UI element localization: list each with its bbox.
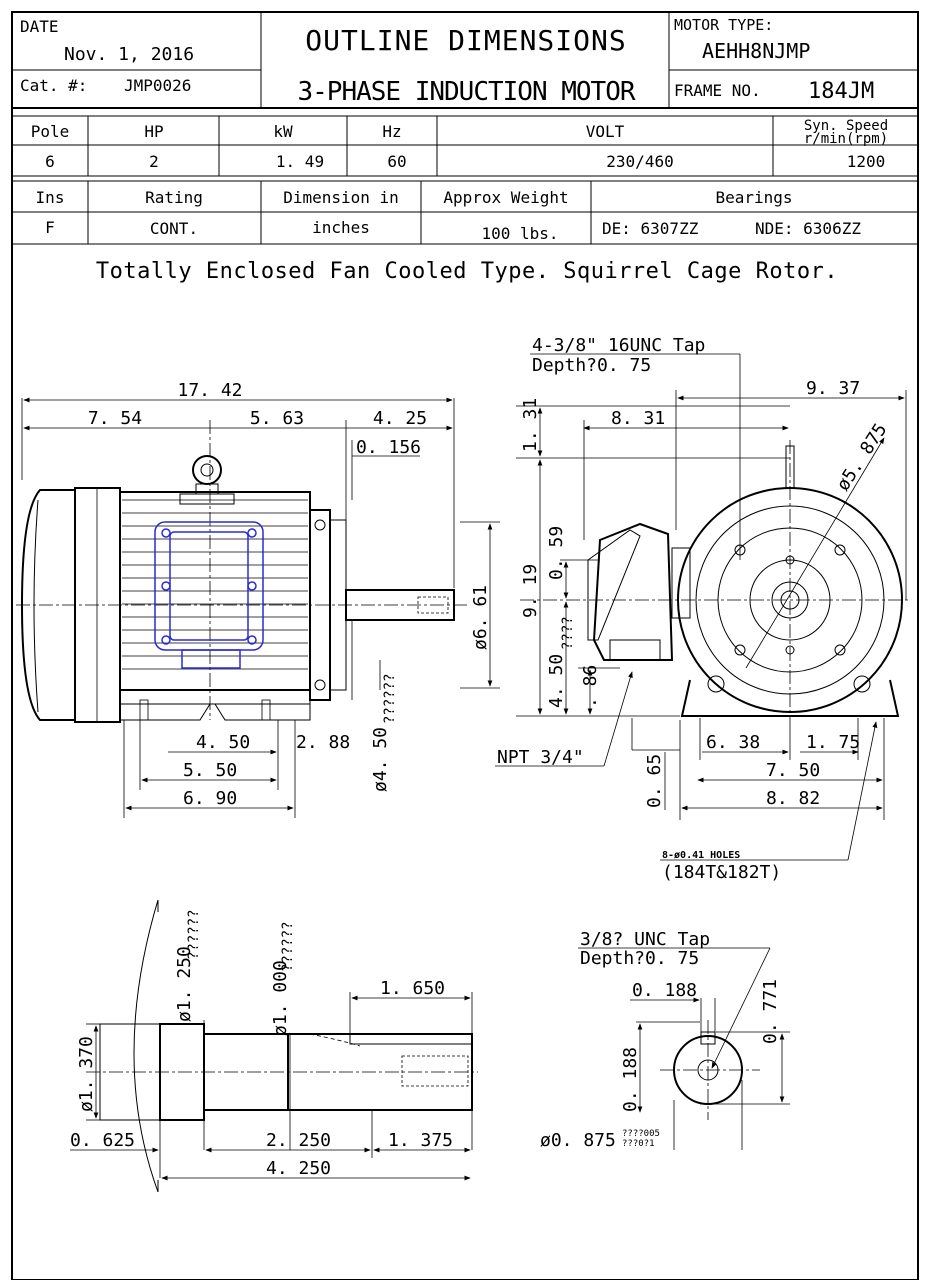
hdr-rpm: r/min(rpm) [804, 131, 888, 147]
val-dimension: inches [312, 218, 370, 237]
dim-foot-5-50: 5. 50 [183, 760, 237, 781]
hdr-ins: Ins [36, 188, 65, 207]
hdr-syn-speed: Syn. Speed [804, 118, 888, 134]
end-holes-frames: (184T&182T) [662, 862, 781, 883]
end-shaft-height-tol: ???? [560, 616, 576, 650]
sheet-border [11, 11, 919, 1280]
frame-label: FRAME NO. [674, 81, 761, 100]
end-0-86: . 86 [580, 665, 601, 708]
end-shaft-0-771: 0. 771 [760, 979, 781, 1044]
end-bolt-circle: ø5. 875 [833, 420, 892, 495]
end-tap-spec: 4-3/8" 16UNC Tap [532, 335, 705, 356]
dim-5-63: 5. 63 [250, 408, 304, 429]
terminal-box [154, 521, 264, 651]
end-7-50: 7. 50 [766, 760, 820, 781]
dim-foot-2-88: 2. 88 [296, 732, 350, 753]
title-line-2: 3-PHASE INDUCTION MOTOR [297, 77, 635, 107]
dim-7-54: 7. 54 [88, 408, 142, 429]
spec-table-mechanical: Ins Rating Dimension in Approx Weight Be… [12, 180, 918, 245]
date-value: Nov. 1, 2016 [64, 44, 194, 65]
frame-value: 184JM [808, 79, 874, 104]
shaft-len-4-250: 4. 250 [266, 1158, 331, 1179]
side-view [16, 420, 470, 723]
end-0-65: 0. 65 [644, 754, 665, 808]
end-height-9-19: 9. 19 [520, 564, 541, 618]
hdr-rating: Rating [145, 188, 203, 207]
hdr-pole: Pole [31, 122, 70, 141]
end-shaft-tap-depth: Depth?0. 75 [580, 948, 699, 969]
shaft-dia-1-250: ø1. 250 [174, 946, 195, 1022]
hdr-hp: HP [144, 122, 163, 141]
shaft-end-view: 3/8? UNC Tap Depth?0. 75 0. 188 0. 771 0… [540, 929, 790, 1151]
shaft-dia-1-250-tol: ?????? [186, 909, 202, 960]
dim-4-25: 4. 25 [373, 408, 427, 429]
hdr-dimension: Dimension in [283, 188, 399, 207]
dim-0-156: 0. 156 [356, 437, 421, 458]
shaft-dia-1-000: ø1. 000 [270, 960, 291, 1036]
motor-type-label: MOTOR TYPE: [674, 16, 773, 34]
cooling-fins [122, 499, 308, 670]
end-shaft-tap: 3/8? UNC Tap [580, 929, 710, 950]
end-0-59: 0. 59 [546, 526, 567, 580]
end-1-75: 1. 75 [806, 732, 860, 753]
hdr-bearings: Bearings [715, 188, 792, 207]
dim-pilot-tol: ?????? [382, 673, 398, 724]
val-rating: CONT. [150, 219, 198, 238]
end-8-31: 8. 31 [611, 408, 665, 429]
end-shaft-0-188: 0. 188 [632, 980, 697, 1001]
hdr-kw: kW [273, 122, 293, 141]
end-view-dimensions: 4-3/8" 16UNC Tap Depth?0. 75 9. 37 8. 31… [495, 335, 907, 883]
dim-pilot-dia: ø4. 50 [370, 727, 391, 792]
end-8-82: 8. 82 [766, 788, 820, 809]
side-view-dimensions: 17. 42 7. 54 5. 63 4. 25 0. 156 ø6. 61 4… [21, 380, 500, 818]
shaft-len-0-625: 0. 625 [70, 1130, 135, 1151]
val-pole: 6 [45, 152, 55, 171]
end-npt: NPT 3/4" [497, 747, 584, 768]
val-hp: 2 [149, 152, 159, 171]
end-6-38: 6. 38 [706, 732, 760, 753]
val-ins: F [45, 218, 55, 237]
val-volt: 230/460 [606, 152, 673, 171]
val-kw: 1. 49 [276, 152, 324, 171]
shaft-len-1-650: 1. 650 [380, 978, 445, 999]
end-shaft-dia-tol-bot: ???0?1 [622, 1139, 655, 1149]
end-shaft-height-4-50: 4. 50 [546, 654, 567, 708]
end-shaft-dia-tol-top: ????005 [622, 1129, 660, 1139]
dim-foot-6-90: 6. 90 [183, 788, 237, 809]
val-bearing-de: DE: 6307ZZ [602, 219, 699, 238]
end-view [520, 440, 910, 720]
hdr-hz: Hz [382, 122, 401, 141]
cat-value: JMP0026 [124, 76, 191, 95]
date-label: DATE [20, 17, 59, 36]
val-bearing-nde: NDE: 6306ZZ [755, 219, 861, 238]
end-shaft-dia: ø0. 875 [540, 1130, 616, 1151]
motor-description: Totally Enclosed Fan Cooled Type. Squirr… [96, 259, 838, 284]
end-shaft-0-188-vertical: 0. 188 [620, 1047, 641, 1112]
dim-shaft-dia-6-61: ø6. 61 [470, 585, 491, 650]
title-block: DATE Nov. 1, 2016 Cat. #: JMP0026 OUTLIN… [12, 12, 918, 109]
end-holes-note: 8-ø0.41 HOLES [662, 850, 740, 861]
end-tap-depth: Depth?0. 75 [532, 355, 651, 376]
motor-type-value: AEHH8NJMP [702, 39, 810, 63]
shaft-detail-dimensions: ø1. 250 ?????? ø1. 000 ?????? 1. 650 ø1.… [70, 909, 473, 1181]
val-syn-speed: 1200 [847, 152, 886, 171]
end-1-31: 1. 31 [520, 398, 541, 452]
cat-label: Cat. #: [20, 76, 87, 95]
val-weight: 100 lbs. [481, 224, 558, 243]
hdr-volt: VOLT [586, 122, 625, 141]
spec-table-electrical: Pole HP kW Hz VOLT Syn. Speed r/min(rpm)… [12, 115, 918, 177]
dim-foot-4-50: 4. 50 [196, 732, 250, 753]
end-width-9-37: 9. 37 [806, 378, 860, 399]
val-hz: 60 [387, 152, 406, 171]
hdr-weight: Approx Weight [443, 188, 568, 207]
title-line-1: OUTLINE DIMENSIONS [305, 24, 626, 57]
dim-overall-length: 17. 42 [177, 380, 242, 401]
shaft-dia-1-000-tol: ?????? [280, 921, 296, 972]
shaft-len-2-250: 2. 250 [266, 1130, 331, 1151]
shaft-len-1-375: 1. 375 [388, 1130, 453, 1151]
shaft-dia-1-370: ø1. 370 [76, 1036, 97, 1112]
